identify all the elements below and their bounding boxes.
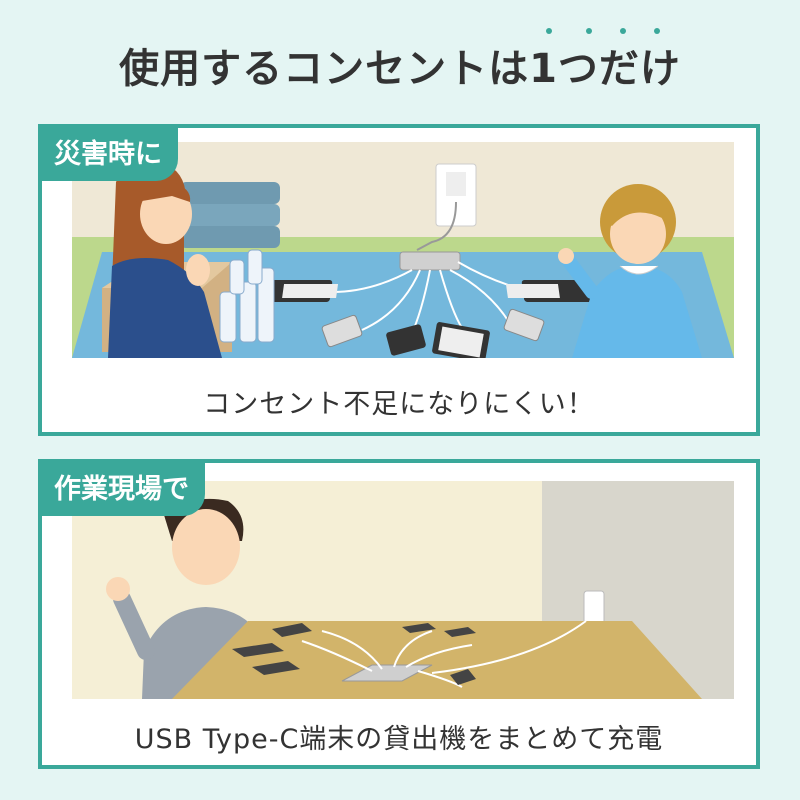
panel-caption-disaster: コンセント不足になりにくい！ (203, 389, 595, 420)
panel-worksite: 作業現場で (38, 459, 760, 769)
panel-caption-worksite: USB Type-C端末の貸出機をまとめて充電 (134, 724, 664, 755)
panel-tag-worksite: 作業現場で (38, 459, 205, 516)
panel-tag-disaster: 災害時に (38, 124, 178, 181)
disaster-scene-illustration (72, 142, 734, 358)
panel-disaster: 災害時に (38, 124, 760, 436)
page-title: 使用するコンセントは1つだけ (119, 46, 681, 92)
emphasis-dots (0, 28, 800, 38)
worksite-scene-illustration (72, 481, 734, 699)
